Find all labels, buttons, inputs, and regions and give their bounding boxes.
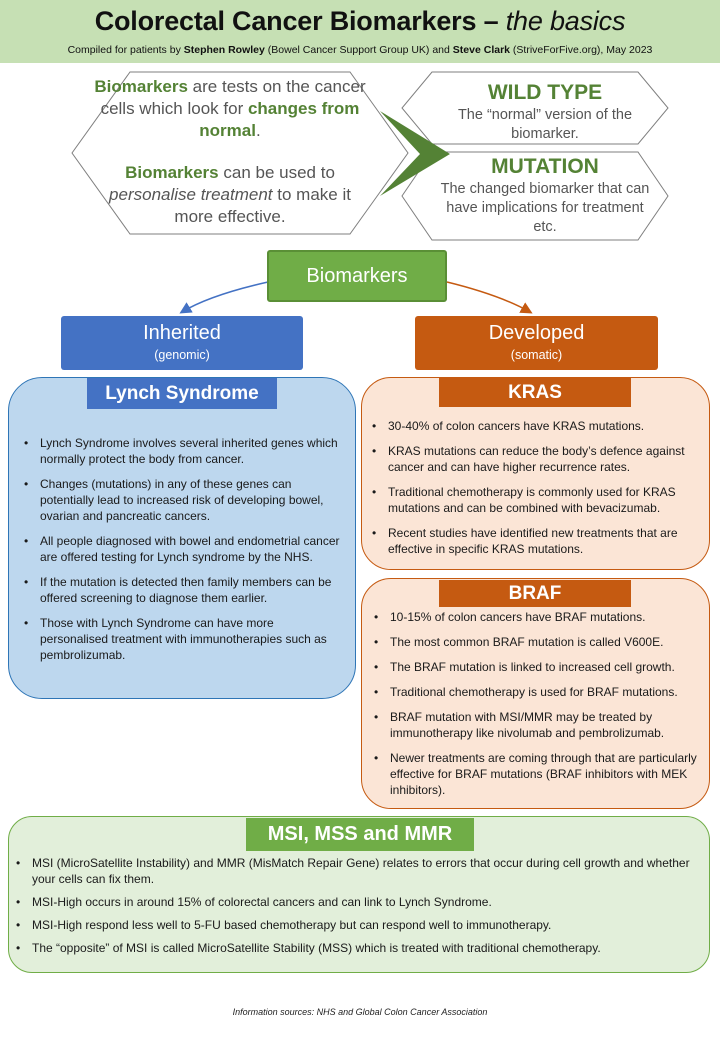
author-2: Steve Clark bbox=[452, 44, 510, 56]
list-item: Changes (mutations) in any of these gene… bbox=[22, 476, 342, 524]
title-subtitle: the basics bbox=[505, 6, 626, 36]
lynch-list: Lynch Syndrome involves several inherite… bbox=[22, 435, 342, 672]
msi-title: MSI, MSS and MMR bbox=[246, 818, 474, 851]
author-1: Stephen Rowley bbox=[183, 44, 265, 56]
list-item: If the mutation is detected then family … bbox=[22, 574, 342, 606]
list-item: MSI (MicroSatellite Instability) and MMR… bbox=[14, 855, 704, 887]
list-item: KRAS mutations can reduce the body’s def… bbox=[370, 443, 706, 475]
list-item: Those with Lynch Syndrome can have more … bbox=[22, 615, 342, 663]
arrow-to-developed bbox=[446, 281, 533, 314]
list-item: BRAF mutation with MSI/MMR may be treate… bbox=[372, 709, 706, 741]
developed-subtitle: (somatic) bbox=[510, 348, 563, 362]
page-title: Colorectal Cancer Biomarkers – the basic… bbox=[0, 6, 720, 37]
inherited-subtitle: (genomic) bbox=[154, 348, 210, 362]
developed-title: Developed bbox=[488, 322, 585, 344]
intro-paragraph-1: Biomarkers are tests on the cancer cells… bbox=[94, 77, 366, 140]
list-item: Newer treatments are coming through that… bbox=[372, 750, 706, 798]
lynch-title: Lynch Syndrome bbox=[87, 378, 277, 409]
developed-node: Developed (somatic) bbox=[415, 316, 658, 370]
credit-prefix: Compiled for patients by bbox=[67, 44, 184, 56]
intro-text: Biomarkers are tests on the cancer cells… bbox=[92, 76, 368, 228]
tree-connectors bbox=[179, 281, 533, 314]
inherited-node: Inherited (genomic) bbox=[61, 316, 303, 370]
intro-shapes bbox=[71, 71, 669, 241]
footer-sources: Information sources: NHS and Global Colo… bbox=[232, 1007, 488, 1017]
list-item: Recent studies have identified new treat… bbox=[370, 525, 706, 557]
author-2-org: (StriveForFive.org), May 2023 bbox=[510, 44, 653, 56]
arrow-to-inherited bbox=[179, 281, 269, 314]
wild-type-hexagon bbox=[401, 71, 669, 145]
list-item: Traditional chemotherapy is used for BRA… bbox=[372, 684, 706, 700]
header-banner bbox=[0, 0, 720, 63]
kras-list: 30-40% of colon cancers have KRAS mutati… bbox=[370, 418, 706, 566]
list-item: The “opposite” of MSI is called MicroSat… bbox=[14, 940, 704, 956]
list-item: MSI-High respond less well to 5-FU based… bbox=[14, 917, 704, 933]
list-item: MSI-High occurs in around 15% of colorec… bbox=[14, 894, 704, 910]
intro-paragraph-2: Biomarkers can be used to personalise tr… bbox=[109, 163, 351, 226]
list-item: Traditional chemotherapy is commonly use… bbox=[370, 484, 706, 516]
mutation-box: MUTATION The changed biomarker that can … bbox=[438, 154, 652, 237]
chevron-arrow-icon bbox=[380, 111, 450, 196]
mutation-text: The changed biomarker that can have impl… bbox=[440, 181, 650, 235]
wild-type-text: The “normal” version of the biomarker. bbox=[457, 107, 633, 142]
mutation-hexagon bbox=[401, 151, 669, 241]
intro-hexagon bbox=[71, 71, 409, 235]
list-item: 10-15% of colon cancers have BRAF mutati… bbox=[372, 609, 706, 625]
author-1-org: (Bowel Cancer Support Group UK) and bbox=[264, 44, 453, 56]
list-item: 30-40% of colon cancers have KRAS mutati… bbox=[370, 418, 706, 434]
wild-type-heading: WILD TYPE bbox=[487, 81, 603, 104]
title-main: Colorectal Cancer Biomarkers – bbox=[94, 6, 506, 36]
mutation-heading: MUTATION bbox=[491, 155, 599, 178]
biomarkers-root-node: Biomarkers bbox=[267, 250, 447, 302]
msi-list: MSI (MicroSatellite Instability) and MMR… bbox=[14, 855, 704, 963]
braf-title: BRAF bbox=[439, 580, 631, 607]
wild-type-box: WILD TYPE The “normal” version of the bi… bbox=[438, 80, 652, 144]
list-item: The BRAF mutation is linked to increased… bbox=[372, 659, 706, 675]
inherited-title: Inherited bbox=[143, 322, 221, 344]
credit-line: Compiled for patients by Stephen Rowley … bbox=[0, 44, 720, 56]
list-item: All people diagnosed with bowel and endo… bbox=[22, 533, 342, 565]
list-item: The most common BRAF mutation is called … bbox=[372, 634, 706, 650]
list-item: Lynch Syndrome involves several inherite… bbox=[22, 435, 342, 467]
braf-list: 10-15% of colon cancers have BRAF mutati… bbox=[372, 609, 706, 807]
kras-title: KRAS bbox=[439, 378, 631, 407]
